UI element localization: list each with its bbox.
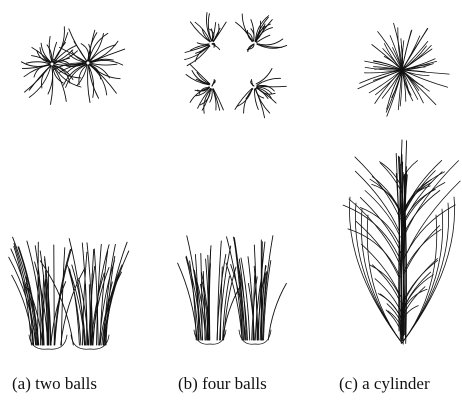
hair-envelope [402,197,455,343]
hair-strand [104,251,129,345]
hair-strand [90,41,118,62]
caption-two-balls: (a) two balls [12,374,97,394]
hair-barb [370,179,401,213]
hair-strand [227,237,243,340]
hair-strand [105,242,127,345]
hair-barb [403,172,444,215]
hair-strand [242,14,253,41]
hair-strand [197,43,209,45]
panel-c-side-view-cylinder [343,140,460,344]
panel-a-side-view-two-balls [9,237,129,349]
caption-cylinder: (c) a cylinder [339,374,430,394]
hair-barb [403,205,455,261]
hair-strand [90,64,120,79]
panel-c-top-view-cylinder [358,23,449,116]
hair-barb [361,244,400,296]
hair-strand [29,66,51,98]
hair-barb [360,208,400,247]
hair-strand [51,282,66,345]
hair-barb [365,191,400,238]
hair-strand [257,86,286,87]
hair-strand [26,62,50,64]
hair-hook [212,44,220,50]
hair-barb [405,181,461,258]
hair-barb [386,310,399,328]
caption-four-balls: (b) four balls [178,374,267,394]
hair-strand [402,36,420,70]
hair-envelope [349,197,402,343]
hair-barb [360,197,401,253]
hair-barb [404,229,441,272]
hair-strand [48,66,53,94]
hair-strand [54,245,55,345]
panel-a-top-view-two-balls [21,27,125,105]
hair-envelope [355,203,402,343]
panel-b-side-view-four-balls [178,236,287,345]
panel-b-top-view-four-balls [185,13,287,118]
hair-barb [404,191,440,235]
hair-strand [208,14,211,41]
